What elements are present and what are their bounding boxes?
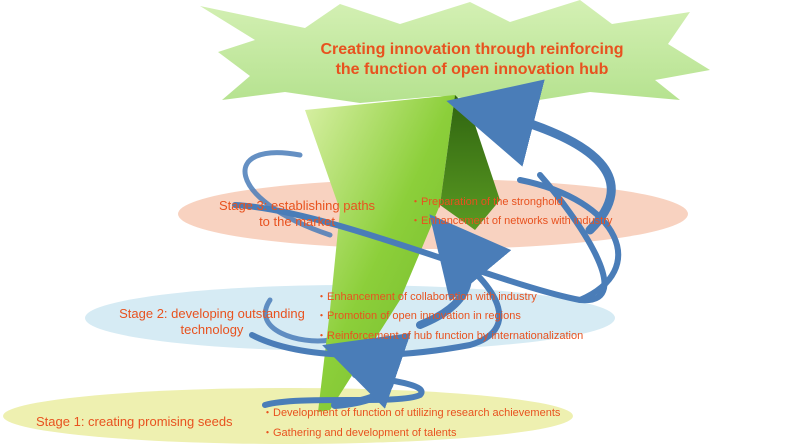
- stage-2-title-line: technology: [180, 322, 244, 337]
- spiral-arc: [242, 150, 333, 238]
- stage-3-bullet: ・Preparation of the stronghold: [410, 196, 563, 208]
- stage-2-title: Stage 2: developing outstanding technolo…: [106, 306, 318, 338]
- stage-2-bullet: ・Reinforcement of hub function by intern…: [316, 330, 584, 342]
- stage-1-title-line: Stage 1: creating promising seeds: [36, 414, 233, 429]
- spiral-arrow: [416, 214, 512, 329]
- stage-1-title: Stage 1: creating promising seeds: [36, 414, 233, 430]
- headline-line-2: the function of open innovation hub: [335, 61, 609, 78]
- stage-1-bullet: ・Development of function of utilizing re…: [262, 407, 561, 419]
- headline-line-1: Creating innovation through reinforcing: [320, 41, 624, 58]
- stage-1-ellipse: [3, 388, 573, 444]
- stage-1-bullet: ・Gathering and development of talents: [262, 427, 457, 439]
- stage-2-title-line: Stage 2: developing outstanding: [119, 306, 305, 321]
- spiral-arrow: [322, 333, 411, 409]
- stage-2-bullet: ・Promotion of open innovation in regions: [316, 310, 521, 322]
- headline-starburst: [200, 0, 710, 103]
- spiral-arc: [232, 172, 608, 304]
- stage-3-title-line: to the market: [259, 214, 335, 229]
- spiral-arc: [263, 297, 333, 344]
- stage-3-bullet: ・Enhancement of networks with industry: [410, 215, 613, 227]
- stage-2-bullet: ・Enhancement of collaboration with indus…: [316, 291, 537, 303]
- growth-arrow: [305, 95, 455, 412]
- spiral-arrow: [446, 79, 616, 235]
- stage-3-title: Stage 3: establishing paths to the marke…: [212, 198, 382, 230]
- stage-3-title-line: Stage 3: establishing paths: [218, 198, 376, 213]
- spiral-arc: [517, 177, 622, 303]
- headline: Creating innovation through reinforcing …: [262, 40, 682, 80]
